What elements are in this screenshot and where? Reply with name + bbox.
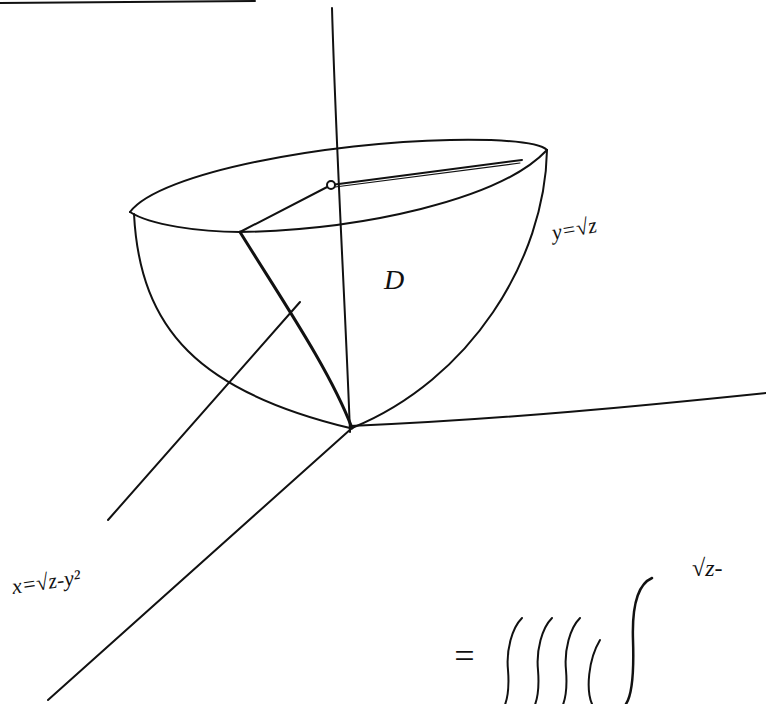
z-axis <box>332 8 350 432</box>
bowl-right-contour <box>352 150 547 428</box>
paren <box>589 640 600 704</box>
equals-sign: = <box>452 638 476 674</box>
section-curve <box>240 232 352 428</box>
surface-label: y=√z <box>550 214 598 244</box>
origin-dot <box>327 181 335 189</box>
x-axis <box>48 428 352 700</box>
integral-bound: √z- <box>692 556 723 580</box>
top-ray <box>331 160 522 185</box>
bowl-left-contour <box>134 214 350 428</box>
top-stroke <box>0 1 255 3</box>
bowl-rim-front <box>130 150 547 232</box>
integral-sign <box>497 618 522 704</box>
radius-line <box>240 185 331 232</box>
integral-sign <box>527 618 552 704</box>
leader-line <box>108 302 300 520</box>
integral-sign <box>626 578 652 704</box>
surface-label: x=√z-y² <box>10 567 81 598</box>
top-ray-double <box>335 163 520 187</box>
y-axis <box>350 393 766 426</box>
bowl-rim-back <box>130 140 547 212</box>
region-label: D <box>384 266 404 294</box>
integral-sign <box>555 618 580 704</box>
